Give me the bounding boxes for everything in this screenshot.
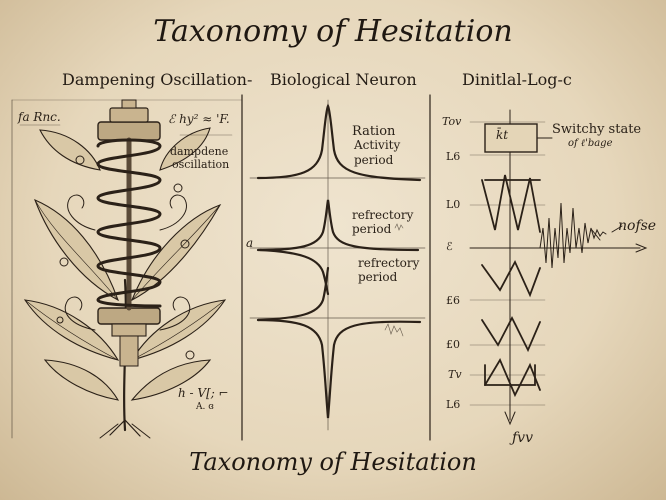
spring-note-2: ℰ hy² ≈ 'F. — [168, 112, 230, 126]
spring-note-4: oscillation — [172, 158, 230, 171]
neuron-note-refractory-2: refrectory — [358, 256, 420, 270]
logic-note-noise: nofse — [618, 218, 657, 234]
logic-tick-label: Tv — [448, 368, 462, 381]
logic-tick-label: £6 — [446, 294, 460, 307]
noise-signal — [539, 202, 623, 269]
logic-box-label: k̄t — [496, 128, 509, 142]
logic-tick-label: L6 — [446, 150, 461, 163]
spring-note-7: A. ɞ — [196, 402, 214, 412]
spring-coil — [96, 99, 162, 367]
neuron-note-period: period — [354, 153, 394, 167]
logic-tick-label: £0 — [446, 338, 460, 351]
logic-axis-label: ƒvv — [512, 430, 533, 446]
logic-tick-label: L0 — [446, 198, 461, 211]
logic-ticks — [469, 121, 546, 406]
neuron-note-period-1: period — [352, 222, 392, 236]
logic-axes — [469, 109, 648, 426]
neuron-panel-title: Biological Neuron — [270, 70, 417, 89]
logic-tick-label: Tov — [442, 115, 462, 128]
spring-panel-title: Dampening Oscillation- — [62, 70, 253, 89]
spring-note-1: fa Rnc. — [18, 110, 61, 124]
neuron-noise — [384, 223, 404, 337]
square-wave — [481, 174, 541, 398]
logic-tick-label: L6 — [446, 398, 461, 411]
neuron-note-activity: Activity — [354, 138, 401, 152]
footer-title: Taxonomy of Hesitation — [189, 448, 477, 476]
plant-leaves — [23, 127, 227, 401]
plant-tendrils — [56, 155, 195, 360]
logic-note-bage: of ℓ'bage — [568, 138, 613, 149]
logic-gate-box — [484, 123, 538, 153]
logic-note-switch-state: Switchy state — [552, 122, 642, 137]
neuron-note-refractory-1: refrectory — [352, 208, 414, 222]
main-title: Taxonomy of Hesitation — [153, 14, 513, 49]
spring-note-6: h - V[; ⌐ — [178, 386, 229, 400]
spring-note-3: dampdene — [170, 145, 229, 158]
spring-note-5: a — [246, 236, 254, 250]
action-potential-curve — [256, 103, 422, 419]
logic-tick-label: ℰ — [446, 240, 453, 253]
logic-panel-title: Dinitlal-Log-c — [462, 70, 572, 89]
neuron-note-period-2: period — [358, 270, 398, 284]
neuron-note-ration: Ration — [352, 124, 396, 139]
